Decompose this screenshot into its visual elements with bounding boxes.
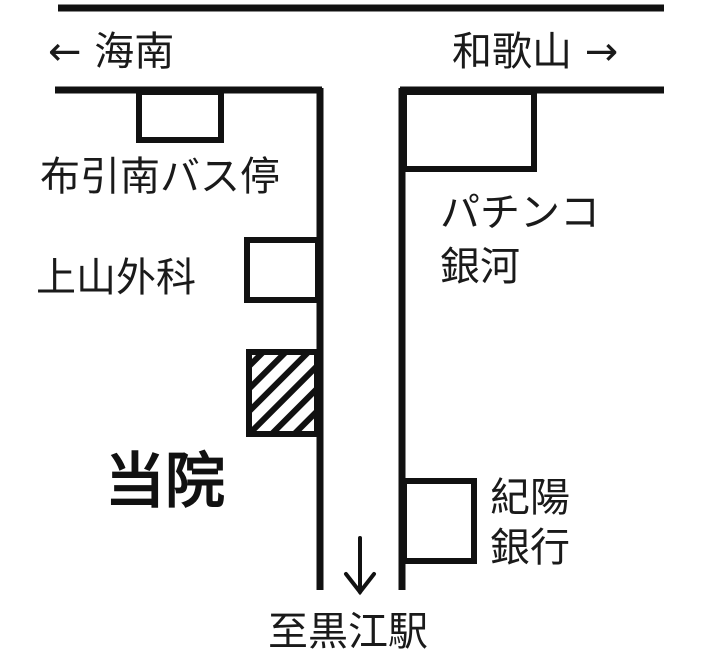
pachinko-name-label: 銀河 — [440, 244, 520, 290]
our-clinic-building — [246, 349, 320, 437]
east-direction-label: 和歌山 → — [452, 29, 619, 75]
bank-label-line1: 紀陽 — [490, 475, 570, 521]
station-direction-label: 至黒江駅 — [268, 609, 428, 655]
west-direction-label: ← 海南 — [48, 29, 175, 75]
uenoyama-clinic-building — [244, 237, 321, 303]
bus-stop-label: 布引南バス停 — [40, 154, 280, 200]
bank-building — [401, 478, 477, 564]
pachinko-label: パチンコ — [440, 190, 600, 236]
bus-stop-building — [136, 89, 224, 143]
pachinko-building — [401, 89, 537, 172]
bank-label-line2: 銀行 — [490, 525, 570, 571]
uenoyama-clinic-label: 上山外科 — [36, 255, 196, 301]
our-clinic-label: 当院 — [105, 447, 225, 517]
arrow-down-icon — [344, 536, 376, 596]
